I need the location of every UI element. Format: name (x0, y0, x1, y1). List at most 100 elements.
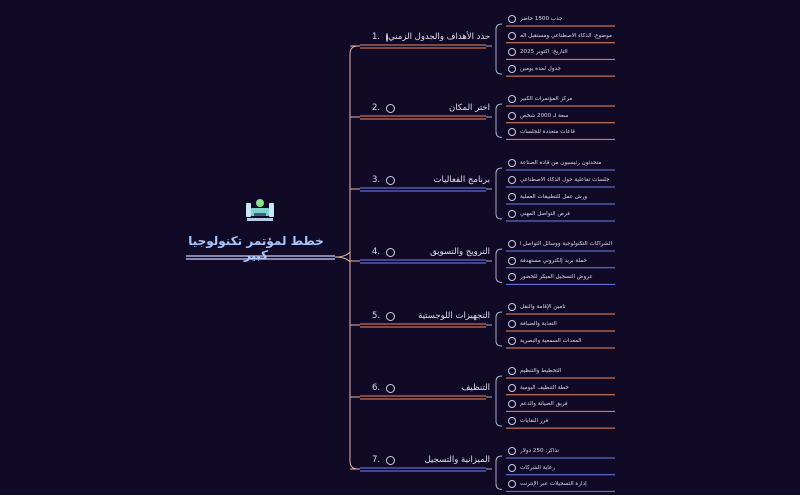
leaf-item[interactable]: عروض التسجيل المبكر للحضور (508, 271, 612, 283)
checkbox-icon[interactable] (508, 337, 516, 345)
leaf-item[interactable]: خطة التنظيف اليومية (508, 382, 612, 394)
branch-number: 3. (372, 175, 381, 185)
checkbox-icon[interactable] (508, 48, 516, 57)
leaf-label: ورش عمل للتطبيقات العملية (520, 194, 588, 200)
branch-label: التنظيف (461, 383, 490, 393)
branch-label: اختر المكان (449, 103, 490, 113)
leaf-label: فريق الصيانة والدعم (520, 401, 568, 408)
branch-label: التجهيزات اللوجستية (418, 311, 490, 321)
leaf-item[interactable]: التغذية والضيافة (508, 318, 612, 330)
leaf-item[interactable]: فرز النفايات (508, 415, 612, 427)
branch-number: 1. (372, 32, 381, 42)
leaf-item[interactable]: ورش عمل للتطبيقات العملية (508, 191, 612, 203)
leaf-item[interactable]: جلسات تفاعلية حول الذكاء الاصطناعي (508, 174, 612, 186)
checkbox-icon[interactable] (508, 447, 516, 455)
checkbox-icon[interactable] (386, 103, 396, 113)
branch-node-1[interactable]: 1. حدد الأهداف والجدول الزمني (372, 30, 490, 44)
leaf-label: عروض التسجيل المبكر للحضور (520, 274, 593, 281)
checkbox-icon[interactable] (508, 480, 516, 489)
checkbox-icon[interactable] (386, 32, 389, 42)
leaf-item[interactable]: تأمين الإقامة والنقل (508, 301, 612, 313)
checkbox-icon[interactable] (508, 367, 516, 375)
leaf-item[interactable]: قاعات متعددة للجلسات (508, 126, 612, 138)
checkbox-icon[interactable] (508, 128, 516, 137)
leaf-item[interactable]: الشراكات التكنولوجية ووسائل التواصل الاج… (508, 238, 612, 250)
checkbox-icon[interactable] (508, 417, 516, 426)
leaf-item[interactable]: إدارة التسجيلات عبر الإنترنت (508, 478, 612, 490)
leaf-label: تذاكر: 250 دولار (520, 448, 560, 454)
leaf-label: جلسات تفاعلية حول الذكاء الاصطناعي (520, 177, 610, 183)
branch-number: 2. (372, 103, 381, 113)
checkbox-icon[interactable] (386, 455, 396, 465)
branch-label: الترويج والتسويق (430, 247, 490, 257)
checkbox-icon[interactable] (508, 65, 516, 74)
leaf-label: فرز النفايات (520, 418, 549, 425)
checkbox-icon[interactable] (386, 247, 396, 257)
branch-node-2[interactable]: 2. اختر المكان (372, 101, 490, 115)
root-topic-title[interactable]: خطط لمؤتمر تكنولوجيا كبير (188, 234, 324, 262)
checkbox-icon[interactable] (508, 256, 516, 265)
leaf-label: متحدثون رئيسيون من قادة الصناعة (520, 160, 602, 166)
checkbox-icon[interactable] (386, 311, 396, 321)
checkbox-icon[interactable] (386, 383, 396, 393)
checkbox-icon[interactable] (508, 95, 516, 103)
branch-node-7[interactable]: 7.الميزانية والتسجيل (372, 453, 490, 467)
leaf-item[interactable]: موضوع: الذكاء الاصطناعي ومستقبل العمل (508, 30, 612, 42)
leaf-item[interactable]: حملة بريد إلكتروني مستهدفة (508, 255, 612, 267)
leaf-label: سعة لـ 2000 شخص (520, 112, 569, 119)
leaf-item[interactable]: فريق الصيانة والدعم (508, 398, 612, 410)
leaf-item[interactable]: جدول لمدة يومين (508, 63, 612, 75)
branch-label: حدد الأهداف والجدول الزمني (388, 32, 491, 42)
leaf-bracket (495, 455, 503, 490)
checkbox-icon[interactable] (508, 15, 516, 23)
leaf-bracket (495, 375, 503, 427)
leaf-item[interactable]: التاريخ: أكتوبر 2025 (508, 46, 612, 58)
leaf-item[interactable]: سعة لـ 2000 شخص (508, 110, 612, 122)
checkbox-icon[interactable] (386, 175, 396, 185)
leaf-label: فرص التواصل المهني (520, 211, 570, 217)
leaf-label: جدول لمدة يومين (520, 66, 561, 73)
branch-label: برنامج الفعاليات (433, 175, 490, 185)
checkbox-icon[interactable] (508, 273, 516, 282)
checkbox-icon[interactable] (508, 383, 516, 392)
checkbox-icon[interactable] (508, 193, 516, 201)
conference-meeting-icon (244, 197, 276, 225)
leaf-item[interactable]: فرص التواصل المهني (508, 208, 612, 220)
checkbox-icon[interactable] (508, 31, 516, 40)
leaf-item[interactable]: تذاكر: 250 دولار (508, 445, 612, 457)
branch-node-4[interactable]: 4.الترويج والتسويق (372, 245, 490, 259)
leaf-item[interactable]: مركز المؤتمرات الكبير (508, 93, 612, 105)
leaf-item[interactable]: جذب 1500 حاضر (508, 13, 612, 25)
root-connector (334, 251, 351, 258)
leaf-label: موضوع: الذكاء الاصطناعي ومستقبل العمل (520, 32, 612, 39)
leaf-label: جذب 1500 حاضر (520, 16, 563, 22)
checkbox-icon[interactable] (508, 159, 516, 167)
leaf-label: قاعات متعددة للجلسات (520, 129, 575, 136)
branch-node-5[interactable]: 5. التجهيزات اللوجستية (372, 309, 490, 323)
root-connector (334, 256, 351, 263)
leaf-label: إدارة التسجيلات عبر الإنترنت (520, 481, 587, 488)
leaf-label: خطة التنظيف اليومية (520, 384, 569, 391)
leaf-item[interactable]: المعدات السمعية والبصرية (508, 335, 612, 347)
checkbox-icon[interactable] (508, 210, 516, 218)
checkbox-icon[interactable] (508, 400, 516, 409)
branch-node-6[interactable]: 6. التنظيف (372, 381, 490, 395)
leaf-label: التاريخ: أكتوبر 2025 (520, 49, 568, 56)
checkbox-icon[interactable] (508, 320, 516, 328)
leaf-item[interactable]: متحدثون رئيسيون من قادة الصناعة (508, 157, 612, 169)
leaf-label: حملة بريد إلكتروني مستهدفة (520, 257, 587, 264)
leaf-label: المعدات السمعية والبصرية (520, 338, 582, 344)
branch-number: 5. (372, 311, 381, 321)
leaf-item[interactable]: رعاية الشركات (508, 462, 612, 474)
checkbox-icon[interactable] (508, 463, 516, 472)
checkbox-icon[interactable] (508, 240, 516, 248)
branch-number: 6. (372, 383, 381, 393)
checkbox-icon[interactable] (508, 111, 516, 120)
leaf-bracket (495, 167, 503, 220)
branch-node-3[interactable]: 3. برنامج الفعاليات (372, 173, 490, 187)
leaf-item[interactable]: التخطيط والتنظيم (508, 365, 612, 377)
branch-label: الميزانية والتسجيل (424, 455, 490, 465)
checkbox-icon[interactable] (508, 303, 516, 311)
checkbox-icon[interactable] (508, 176, 516, 184)
